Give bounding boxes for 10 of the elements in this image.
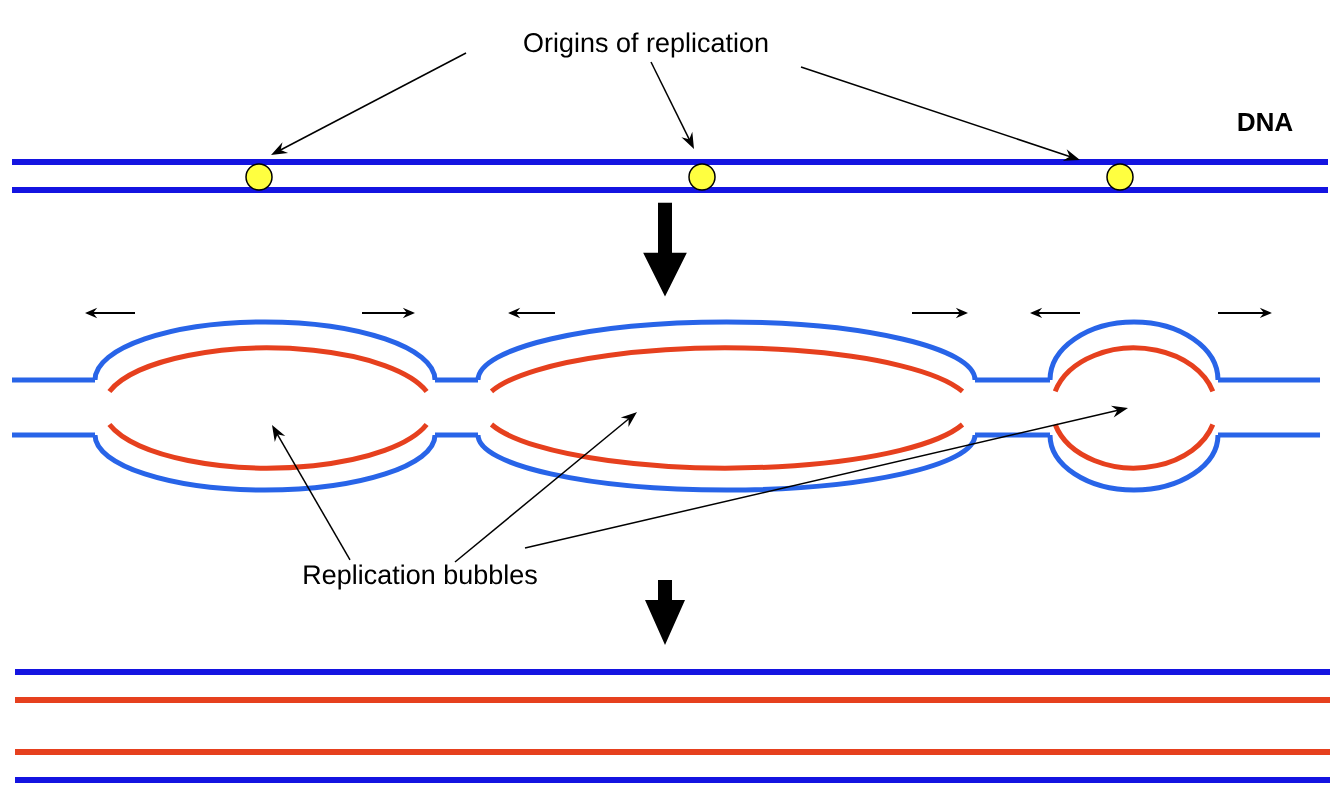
origin-dot <box>688 163 716 191</box>
leader-arrow <box>454 412 637 563</box>
replication-bubble <box>92 319 438 493</box>
origin-dot <box>245 163 273 191</box>
replication-bubble <box>1047 319 1221 493</box>
origin-dot <box>1106 163 1134 191</box>
strand-label: DNA <box>1238 113 1293 131</box>
replication-bubble <box>475 319 978 493</box>
callout-text: Origins of replication <box>524 32 768 58</box>
callout-text: Replication bubbles <box>304 564 537 590</box>
